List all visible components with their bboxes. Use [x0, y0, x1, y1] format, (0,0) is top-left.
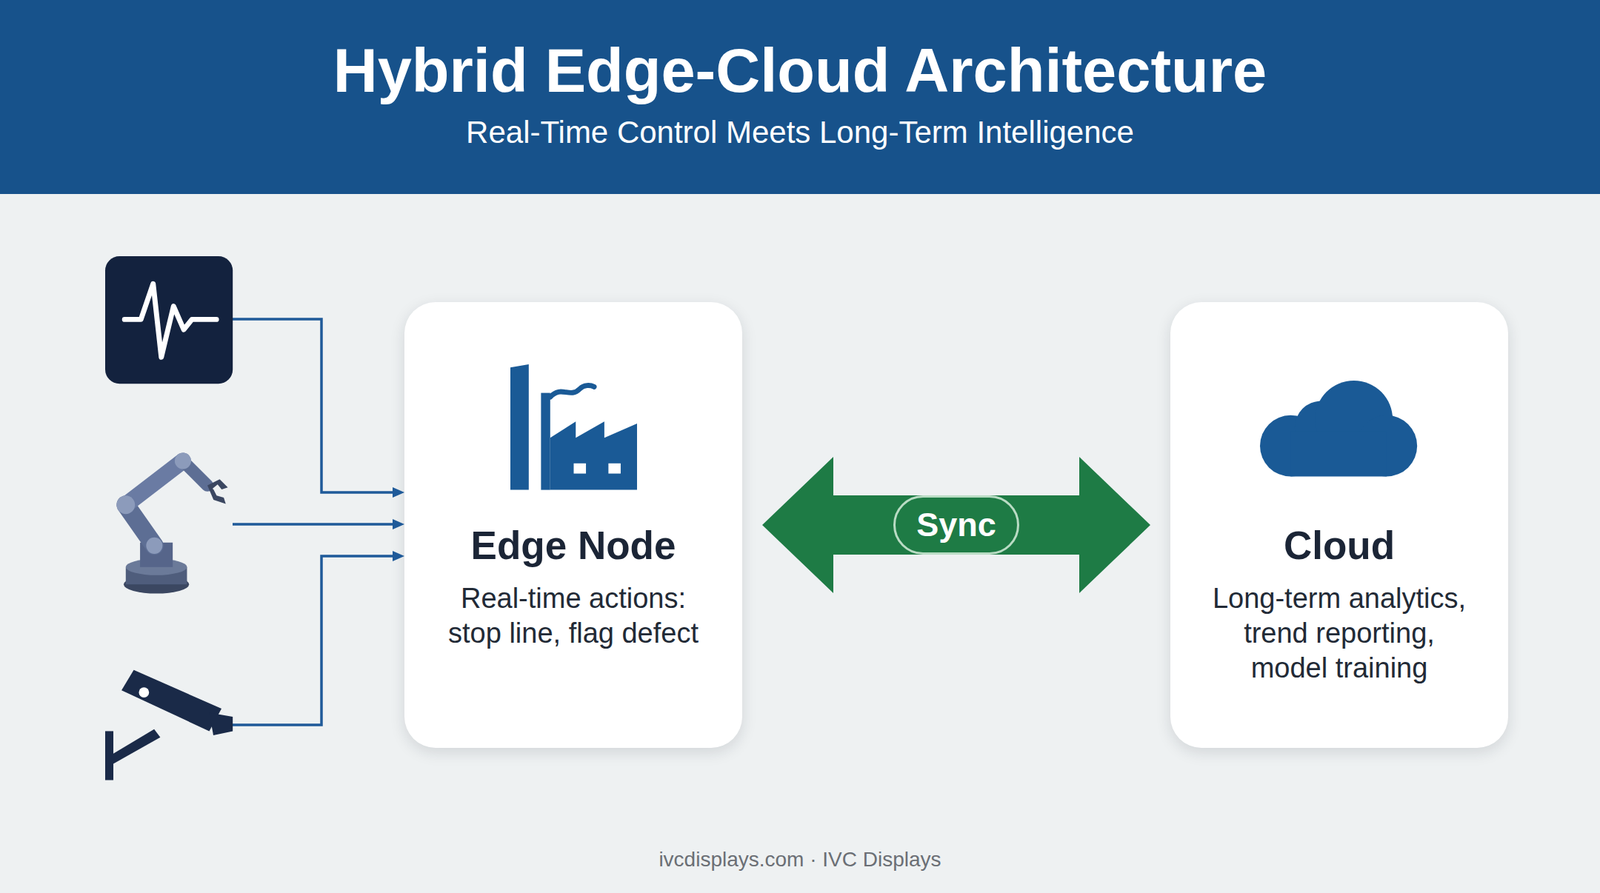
wire-arrowhead: [392, 551, 405, 562]
box-description: Real-time actions: stop line, flag defec…: [440, 581, 707, 652]
wire-arrowhead: [392, 519, 405, 530]
robot-arm-icon: [116, 453, 228, 595]
camera-icon: [105, 670, 233, 781]
box-heading: Cloud: [1170, 524, 1509, 568]
edge-label: Sync: [893, 495, 1020, 555]
process-box: CloudLong-term analytics, trend reportin…: [1170, 302, 1509, 749]
subtitle: Real-Time Control Meets Long-Term Intell…: [0, 114, 1600, 152]
sensor-icon: [105, 256, 233, 384]
wire: [232, 319, 395, 493]
wire-arrowhead: [392, 487, 405, 498]
sync-arrow: [762, 457, 1151, 594]
wire: [232, 522, 395, 526]
footer-watermark: ivcdisplays.com · IVC Displays: [0, 847, 1600, 873]
wire: [232, 556, 395, 726]
box-heading: Edge Node: [404, 524, 743, 568]
process-box: Edge NodeReal-time actions: stop line, f…: [404, 302, 743, 749]
title: Hybrid Edge-Cloud Architecture: [0, 35, 1600, 107]
box-description: Long-term analytics, trend reporting, mo…: [1208, 581, 1472, 686]
